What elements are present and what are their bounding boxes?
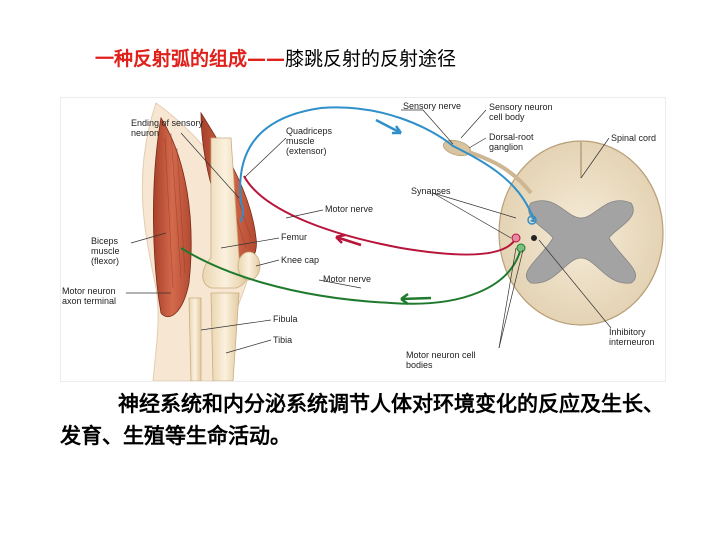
- fibula-bone: [188, 297, 202, 381]
- title-black-part: 膝跳反射的反射途径: [285, 48, 457, 70]
- sensory-nerve-path: [239, 106, 535, 223]
- motor-extensor-direction-arrow: [335, 235, 362, 247]
- body-text-content: 神经系统和内分泌系统调节人体对环境变化的反应及生长、发育、生殖等生命活动。: [60, 392, 664, 448]
- motor-nerve-extensor-path: [243, 175, 517, 256]
- label-sensory-neuron-cell-body: Sensory neuron cell body: [489, 102, 553, 122]
- label-inhibitory-interneuron: Inhibitory interneuron: [609, 327, 655, 347]
- motor-nerve-flexor-path: [180, 247, 522, 305]
- label-quadriceps-muscle: Quadriceps muscle (extensor): [286, 126, 333, 156]
- label-dorsal-root-ganglion: Dorsal-root ganglion: [489, 132, 534, 152]
- label-motor-neuron-cell-bodies: Motor neuron cell bodies: [406, 350, 476, 370]
- spinal-cord-gray-matter: [525, 200, 637, 284]
- synapse-marker-3: [516, 243, 526, 253]
- label-tibia: Tibia: [273, 335, 293, 345]
- label-knee-cap: Knee cap: [281, 255, 320, 265]
- label-synapses: Synapses: [411, 186, 451, 196]
- label-sensory-nerve: Sensory nerve: [403, 101, 462, 111]
- sensory-direction-arrow: [375, 118, 402, 135]
- label-femur: Femur: [281, 232, 308, 242]
- knee-jerk-reflex-diagram: Sensory nerve Sensory neuron cell body D…: [60, 97, 666, 382]
- label-fibula: Fibula: [273, 314, 298, 324]
- label-spinal-cord: Spinal cord: [611, 133, 657, 143]
- body-text: 神经系统和内分泌系统调节人体对环境变化的反应及生长、发育、生殖等生命活动。: [60, 388, 670, 452]
- leader-lines: [126, 109, 612, 354]
- label-motor-nerve-2: Motor nerve: [323, 274, 372, 284]
- label-ending-of-sensory-neuron: Ending of sensory neuron: [131, 118, 204, 138]
- biceps-muscle-shape: [153, 116, 192, 318]
- synapse-marker-2: [511, 233, 521, 243]
- synapse-marker-1: [527, 215, 537, 225]
- label-motor-neuron-axon-terminal: Motor neuron axon terminal: [62, 286, 117, 306]
- knee-cap-bone: [237, 251, 261, 281]
- tibia-bone: [210, 292, 240, 381]
- reflex-arc-illustration: [126, 102, 664, 381]
- label-biceps-muscle: Biceps muscle (flexor): [91, 236, 120, 266]
- label-motor-nerve-1: Motor nerve: [325, 204, 374, 214]
- slide-title: 一种反射弧的组成——膝跳反射的反射途径: [95, 44, 456, 71]
- motor-flexor-direction-arrow: [400, 296, 432, 301]
- inhibitory-interneuron-marker: [531, 235, 537, 241]
- title-red-part: 一种反射弧的组成——: [95, 48, 286, 70]
